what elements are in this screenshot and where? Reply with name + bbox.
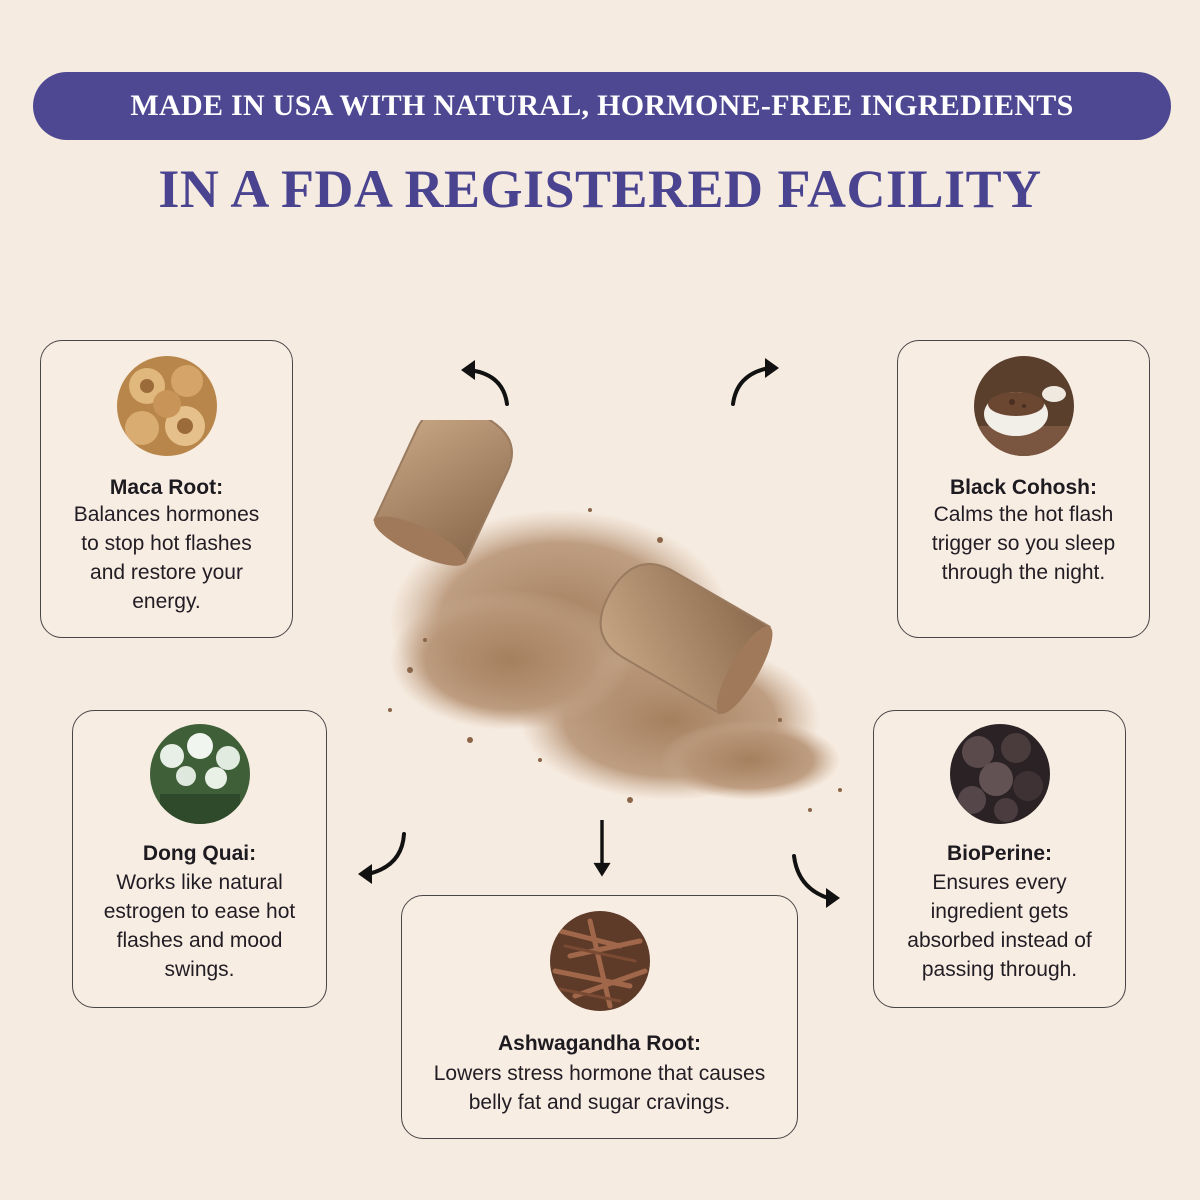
ingredient-card-ashwagandha-root: Ashwagandha Root: Lowers stress hormone …: [401, 895, 798, 1139]
ingredient-title: BioPerine:: [946, 842, 1053, 865]
ingredient-description: Balances hormones to stop hot flashes an…: [73, 503, 260, 613]
ingredient-description: Calms the hot flash trigger so you sleep…: [931, 503, 1116, 584]
capsule-half-bottom: [599, 563, 773, 715]
ingredient-description: Lowers stress hormone that causes belly …: [433, 1062, 766, 1114]
arrow-downleft-icon: [358, 832, 406, 884]
black-cohosh-icon: [973, 356, 1074, 456]
banner-text: MADE IN USA WITH NATURAL, HORMONE-FREE I…: [130, 89, 1074, 122]
ingredient-title: Ashwagandha Root:: [498, 1032, 701, 1055]
headline: IN A FDA REGISTERED FACILITY: [158, 159, 1042, 219]
ingredient-title: Black Cohosh:: [949, 476, 1098, 499]
capsule-half-top: [373, 420, 513, 566]
ingredient-title: Dong Quai:: [142, 842, 257, 865]
ingredient-card-maca-root: Maca Root: Balances hormones to stop hot…: [40, 340, 293, 638]
ashwagandha-root-icon: [549, 911, 650, 1011]
arrow-downright-icon: [792, 854, 840, 908]
arrow-upleft-icon: [461, 360, 509, 406]
arrow-upright-icon: [731, 358, 779, 406]
arrow-down-icon: [593, 820, 611, 877]
ingredient-card-dong-quai: Dong Quai: Works like natural estrogen t…: [72, 710, 327, 1008]
dong-quai-icon: [149, 724, 250, 824]
ingredient-title: Maca Root:: [109, 476, 224, 499]
capsule-powder-illustration: [373, 420, 842, 812]
ingredient-card-black-cohosh: Black Cohosh: Calms the hot flash trigge…: [897, 340, 1150, 638]
ingredient-description: Works like natural estrogen to ease hot …: [103, 871, 296, 981]
top-banner: MADE IN USA WITH NATURAL, HORMONE-FREE I…: [33, 72, 1171, 140]
bioperine-icon: [949, 724, 1050, 824]
maca-root-icon: [116, 356, 217, 456]
ingredient-card-bioperine: BioPerine: Ensures every ingredient gets…: [873, 710, 1126, 1008]
ingredient-description: Ensures every ingredient gets absorbed i…: [907, 871, 1092, 981]
